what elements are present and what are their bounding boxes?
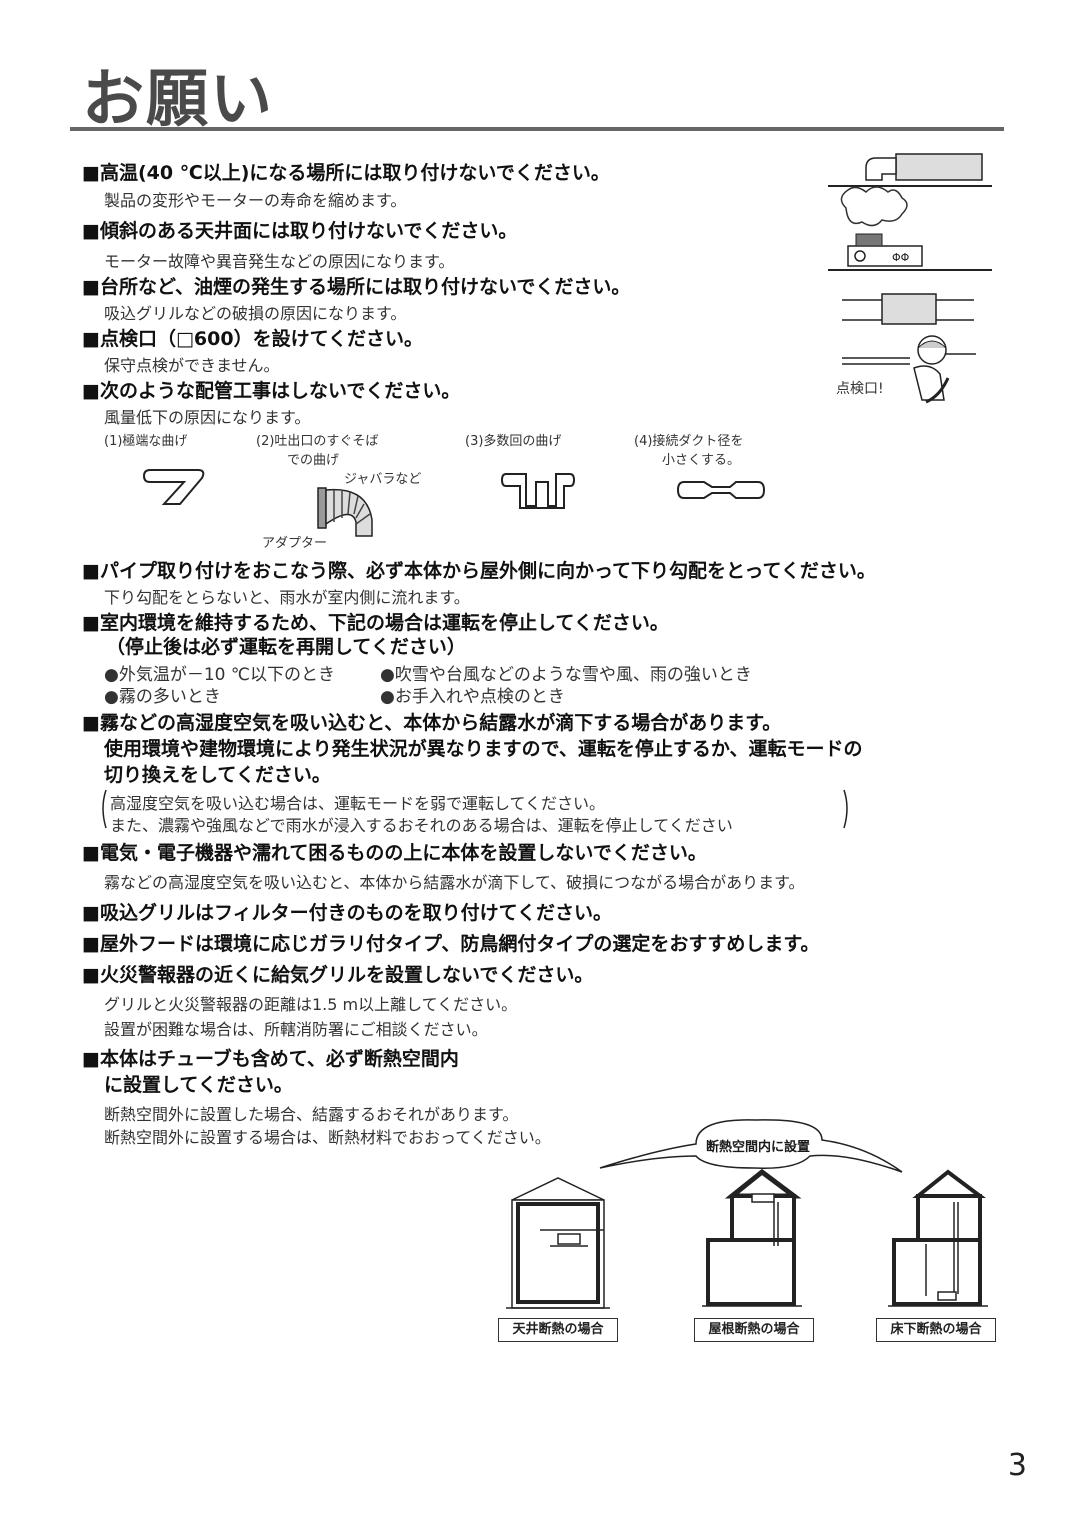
heading-inspection: ■点検口（□600）を設けてください。 — [82, 328, 423, 350]
high-temp-illustration: ΦΦ — [828, 153, 992, 271]
note-fire-alarm-2: 設置が困難な場合は、所轄消防署にご相談ください。 — [104, 1020, 488, 1039]
note-insulation-1: 断熱空間外に設置した場合、結露するおそれがあります。 — [104, 1105, 519, 1124]
insulation-bubble — [599, 1119, 903, 1173]
heading-humidity-3: 切り換えをしてください。 — [104, 764, 331, 786]
jabara-label: ジャバラなど — [344, 472, 422, 487]
note-high-temp: 製品の変形やモーターの寿命を縮めます。 — [104, 191, 407, 210]
house-roof-insulation — [702, 1168, 802, 1307]
piping-caption-1: (1)極端な曲げ — [104, 434, 188, 449]
humidity-note-brackets — [102, 789, 848, 829]
house-ceiling-insulation — [506, 1177, 610, 1309]
heading-stop-sub: （停止後は必ず運転を再開してください） — [106, 636, 466, 658]
note-piping: 風量低下の原因になります。 — [104, 408, 311, 427]
heading-insulation: ■本体はチューブも含めて、必ず断熱空間内 — [82, 1048, 459, 1070]
heading-fire-alarm: ■火災警報器の近くに給気グリルを設置しないでください。 — [82, 964, 594, 986]
heading-piping: ■次のような配管工事はしないでください。 — [82, 380, 461, 402]
case-floor-label: 床下断熱の場合 — [876, 1318, 996, 1342]
note-slope: モーター故障や異音発生などの原因になります。 — [104, 252, 455, 271]
adapter-label: アダプター — [262, 536, 328, 551]
page-title: お願い — [82, 62, 275, 135]
note-kitchen: 吸込グリルなどの破損の原因になります。 — [104, 304, 407, 323]
stop-condition-maintenance: ●お手入れや点検のとき — [380, 687, 565, 707]
reduced-duct-illustration — [676, 481, 766, 499]
piping-caption-4a: (4)接続ダクト径を — [634, 434, 744, 449]
page-number: 3 — [1007, 1448, 1027, 1483]
heading-electronics: ■電気・電子機器や濡れて困るものの上に本体を設置しないでください。 — [82, 842, 707, 864]
stop-condition-fog: ●霧の多いとき — [104, 687, 221, 707]
svg-text:ΦΦ: ΦΦ — [892, 251, 910, 264]
sloped-ceiling-illustration — [842, 293, 974, 325]
piping-caption-3: (3)多数回の曲げ — [465, 434, 562, 449]
heading-slope-pipe: ■パイプ取り付けをおこなう際、必ず本体から屋外側に向かって下り勾配をとってくださ… — [82, 560, 876, 582]
stop-condition-storm: ●吹雪や台風などのような雪や風、雨の強いとき — [380, 665, 752, 685]
stop-condition-cold: ●外気温が－10 ℃以下のとき — [104, 665, 335, 685]
case-ceiling-label: 天井断熱の場合 — [498, 1318, 618, 1342]
humidity-note-2: また、濃霧や強風などで雨水が浸入するおそれのある場合は、運転を停止してください — [110, 816, 733, 835]
insulation-bubble-label: 断熱空間内に設置 — [706, 1140, 811, 1155]
piping-caption-2b: での曲げ — [287, 453, 340, 468]
heading-slope: ■傾斜のある天井面には取り付けないでください。 — [82, 220, 518, 242]
inspection-port-label: 点検口! — [836, 381, 884, 397]
heading-filter-grille: ■吸込グリルはフィルター付きのものを取り付けてください。 — [82, 902, 613, 924]
note-electronics: 霧などの高湿度空気を吸い込むと、本体から結露水が滴下して、破損につながる場合があ… — [104, 873, 805, 892]
piping-caption-4b: 小さくする。 — [662, 453, 741, 468]
inspection-port-illustration — [842, 335, 976, 404]
note-insulation-2: 断熱空間外に設置する場合は、断熱材料でおおってください。 — [104, 1128, 551, 1147]
note-slope-pipe: 下り勾配をとらないと、雨水が室内側に流れます。 — [104, 588, 470, 607]
heading-kitchen: ■台所など、油煙の発生する場所には取り付けないでください。 — [82, 276, 631, 298]
heading-humidity: ■霧などの高湿度空気を吸い込むと、本体から結露水が滴下する場合があります。 — [82, 712, 782, 734]
humidity-note-1: 高湿度空気を吸い込む場合は、運転モードを弱で運転してください。 — [110, 794, 606, 813]
title-divider — [70, 127, 1004, 131]
multi-bend-illustration — [500, 473, 576, 509]
heading-outdoor-hood: ■屋外フードは環境に応じガラリ付タイプ、防鳥網付タイプの選定をおすすめします。 — [82, 933, 820, 955]
heading-insulation-2: に設置してください。 — [104, 1074, 293, 1096]
piping-caption-2a: (2)吐出口のすぐそば — [256, 434, 379, 449]
note-inspection: 保守点検ができません。 — [104, 356, 280, 375]
note-fire-alarm-1: グリルと火災警報器の距離は1.5 m以上離してください。 — [104, 995, 518, 1014]
heading-humidity-2: 使用環境や建物環境により発生状況が異なりますので、運転を停止するか、運転モードの — [104, 738, 863, 760]
case-roof-label: 屋根断熱の場合 — [694, 1318, 814, 1342]
heading-high-temp: ■高温(40 ℃以上)になる場所には取り付けないでください。 — [82, 162, 610, 184]
bellows-bend-illustration — [317, 487, 373, 537]
heading-stop: ■室内環境を維持するため、下記の場合は運転を停止してください。 — [82, 612, 669, 634]
house-floor-insulation — [888, 1169, 988, 1307]
sharp-bend-illustration — [142, 469, 205, 505]
